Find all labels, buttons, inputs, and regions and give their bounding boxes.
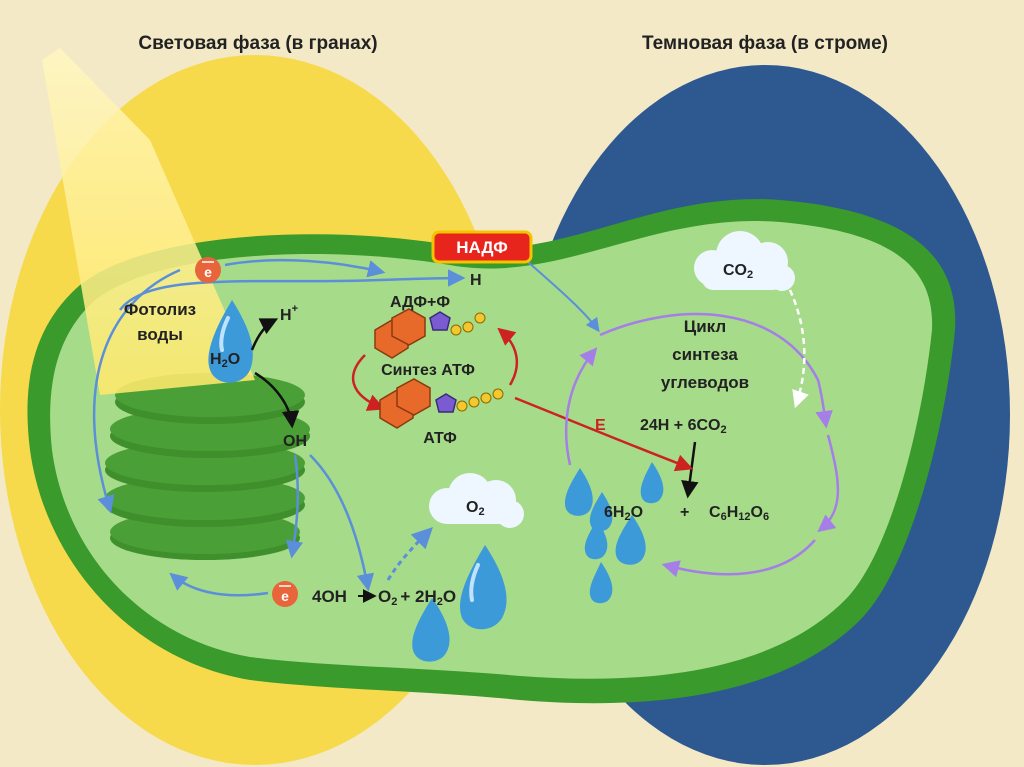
h2o-to-oh-arrow <box>254 371 300 429</box>
water-drop-icon <box>564 468 593 516</box>
cycle-arrow-bottom <box>661 539 816 578</box>
h-arrival-label: H <box>470 272 482 289</box>
cycle-label-line3: углеводов <box>661 373 749 392</box>
atp-synthesis-right-arrow <box>497 327 518 386</box>
oh-label: OH <box>283 433 307 450</box>
oh-down-arrow <box>285 454 303 559</box>
atp-molecule-icon <box>379 378 504 429</box>
cycle-arrow-left <box>564 347 598 466</box>
water-drop-icon <box>640 462 664 504</box>
water-drop-icon <box>589 492 613 532</box>
glucose-label: C6H12O6 <box>709 504 769 523</box>
adp-molecule-icon <box>374 308 486 359</box>
electron-path-arrow <box>224 258 386 278</box>
reaction-products: O2+ 2H2O <box>378 587 456 608</box>
atp-label: АТФ <box>423 430 457 447</box>
co2-cloud-label: CO2 <box>723 262 753 281</box>
cycle-label-line1: Цикл <box>684 317 726 336</box>
granum-stack <box>105 373 310 560</box>
water-drop-icon <box>589 562 613 604</box>
co2-input-arrow <box>788 289 809 409</box>
nadp-to-cycle-arrow <box>527 261 600 333</box>
reaction-4oh: 4OH <box>312 587 347 606</box>
stroma <box>50 221 933 679</box>
cycle-arrow-right <box>817 434 840 533</box>
photolysis-label-line1: Фотолиз <box>124 300 196 319</box>
water-drop-icon <box>615 515 646 565</box>
oh-to-reaction-arrow <box>309 454 375 592</box>
adp-label: АДФ+Ф <box>390 294 450 311</box>
energy-label: E <box>595 417 606 434</box>
nadp-box: НАДФ <box>431 230 533 264</box>
atp-synthesis-left-arrow <box>351 354 386 411</box>
dark-phase-title: Темновая фаза (в строме) <box>642 33 888 54</box>
atp-synthesis-label: Синтез АТФ <box>381 362 475 379</box>
cycle-label-line2: синтеза <box>672 345 738 364</box>
h2o-to-hplus-arrow <box>250 318 279 351</box>
water-product-label: 6H2O <box>604 504 643 523</box>
electron-to-h-arrow <box>119 269 466 311</box>
electron-from-top-arrow <box>92 268 181 514</box>
svg-text:e: e <box>281 588 289 604</box>
nadp-label: НАДФ <box>456 238 508 257</box>
energy-arrow <box>514 396 694 472</box>
cycle-arrow-top <box>599 312 833 429</box>
o2-cloud-icon <box>429 473 524 528</box>
water-drop-icon <box>459 545 507 630</box>
cycle-input-label: 24H + 6CO2 <box>640 417 727 436</box>
electron-return-arrow <box>169 572 269 597</box>
h-plus-label: H+ <box>280 303 298 324</box>
light-phase-title: Световая фаза (в гранах) <box>138 33 377 54</box>
o2-cloud-label: O2 <box>466 499 485 518</box>
water-drop-icon <box>584 520 608 560</box>
electron-badge-bottom: e <box>272 581 298 607</box>
svg-text:e: e <box>204 264 212 280</box>
electron-badge-top: e <box>195 257 221 283</box>
water-drop-icon <box>412 598 450 662</box>
h2o-label: H2O <box>210 351 240 370</box>
co2-cloud-icon <box>694 231 795 291</box>
photolysis-label-line2: воды <box>137 325 183 344</box>
products-plus: + <box>680 504 689 521</box>
water-drop-icon <box>208 300 253 383</box>
light-beam <box>42 48 255 395</box>
